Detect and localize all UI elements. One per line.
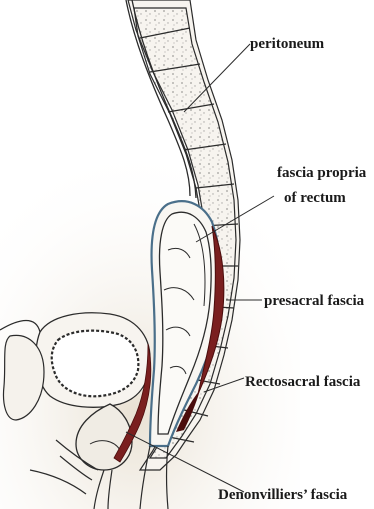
bladder-lumen xyxy=(52,331,139,397)
label-fascia-propria-line1: fascia propria xyxy=(277,165,367,181)
label-fascia-propria-line2: of rectum xyxy=(284,190,346,206)
label-peritoneum: peritoneum xyxy=(250,36,325,52)
label-presacral-fascia: presacral fascia xyxy=(264,293,365,309)
label-denonvilliers-fascia: Denonvilliers’ fascia xyxy=(218,487,348,503)
label-rectosacral-fascia: Rectosacral fascia xyxy=(245,374,361,390)
paper-shade xyxy=(0,120,300,509)
